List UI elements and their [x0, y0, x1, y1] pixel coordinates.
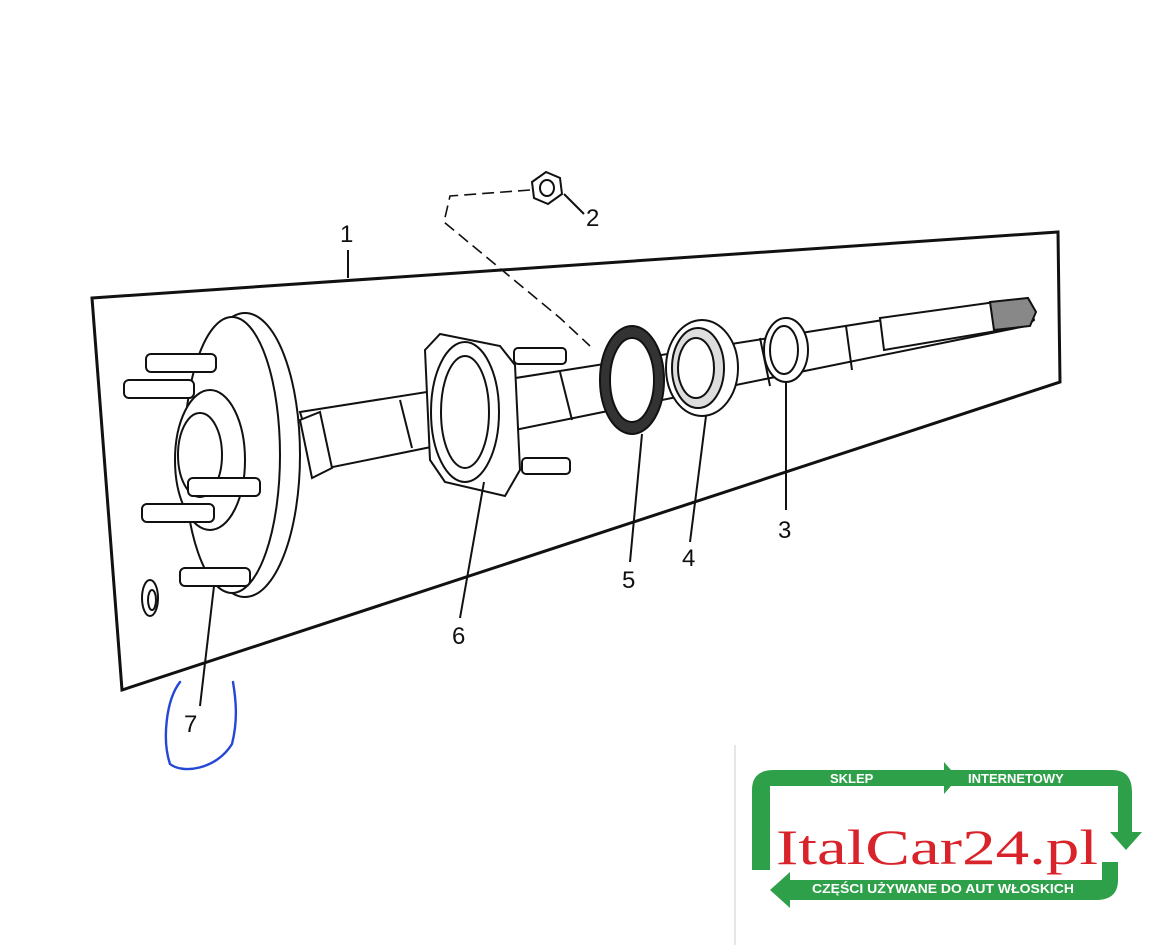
retaining-ring [763, 317, 809, 383]
callout-7: 7 [184, 711, 197, 738]
seal [599, 325, 665, 435]
wheel-studs [123, 353, 261, 587]
logo-frame-top-left [752, 762, 958, 870]
hand-drawn-annotation [164, 680, 238, 771]
callout-3: 3 [778, 517, 791, 544]
callout-leaders [199, 193, 787, 707]
callout-6: 6 [452, 623, 465, 650]
callout-4: 4 [682, 545, 695, 572]
bearing [665, 319, 739, 417]
nut-leader-dashed [443, 189, 591, 347]
callout-5: 5 [622, 567, 635, 594]
callout-2: 2 [586, 205, 599, 232]
logo-frame-top-right [950, 770, 1142, 850]
logo-top-left-text: SKLEP [830, 771, 874, 786]
small-clip [141, 579, 159, 617]
logo-brand-text: ItalCar24.pl [776, 819, 1098, 875]
italcar-logo: SKLEP INTERNETOWY ItalCar24.pl CZĘŚCI UŻ… [752, 762, 1142, 908]
callout-1: 1 [340, 221, 353, 248]
retainer-plate [423, 332, 571, 498]
logo-frame-bottom [770, 862, 1118, 908]
nut [530, 170, 564, 206]
logo-bottom-text: CZĘŚCI UŻYWANE DO AUT WŁOSKICH [812, 881, 1074, 896]
logo-top-right-text: INTERNETOWY [968, 771, 1064, 786]
